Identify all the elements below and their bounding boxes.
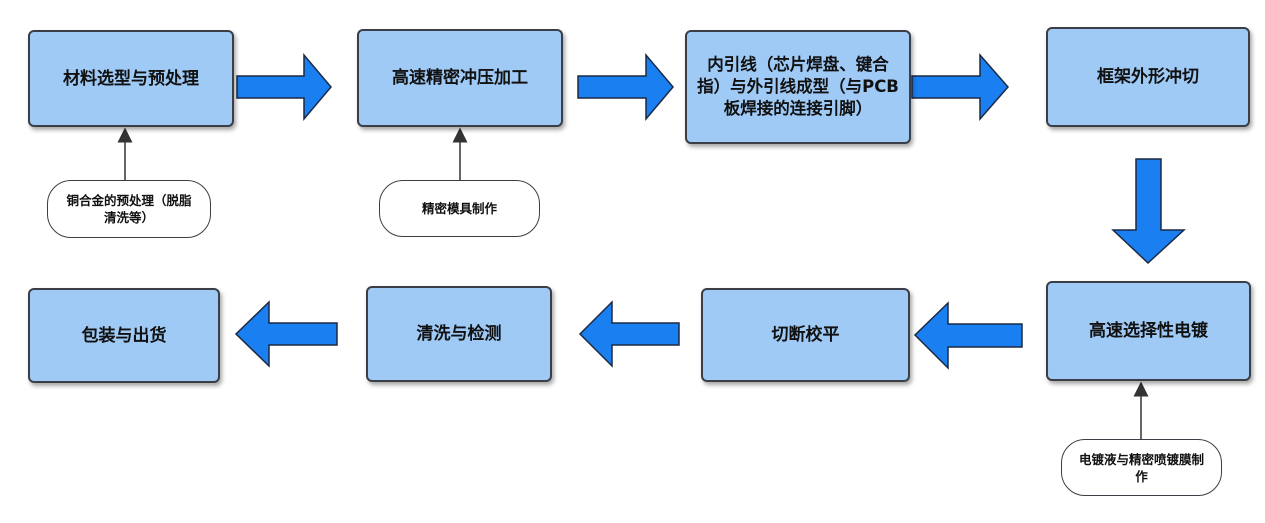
step-material-selection: 材料选型与预处理 bbox=[28, 30, 234, 127]
step-label: 高速精密冲压加工 bbox=[392, 68, 528, 88]
flow-arrow-b6-b7 bbox=[578, 300, 680, 368]
step-pack-ship: 包装与出货 bbox=[28, 288, 220, 383]
step-selective-plating: 高速选择性电镀 bbox=[1046, 281, 1251, 381]
note-copper-pretreatment: 铜合金的预处理（脱脂清洗等） bbox=[47, 180, 211, 238]
flow-arrow-b2-b3 bbox=[577, 52, 674, 122]
step-stamping: 高速精密冲压加工 bbox=[357, 29, 563, 127]
flow-arrow-b3-b4 bbox=[911, 53, 1009, 121]
note-label: 铜合金的预处理（脱脂清洗等） bbox=[66, 193, 192, 225]
step-label: 内引线（芯片焊盘、键合指）与外引线成型（与PCB板焊接的连接引脚） bbox=[697, 55, 899, 118]
step-lead-forming: 内引线（芯片焊盘、键合指）与外引线成型（与PCB板焊接的连接引脚） bbox=[685, 30, 911, 144]
note-plating-solution: 电镀液与精密喷镀膜制作 bbox=[1061, 439, 1222, 496]
step-clean-inspect: 清洗与检测 bbox=[366, 286, 552, 382]
flow-arrow-b5-b6 bbox=[913, 301, 1023, 370]
step-label: 高速选择性电镀 bbox=[1089, 321, 1208, 341]
flow-arrow-b1-b2 bbox=[236, 52, 332, 122]
step-frame-cutting: 框架外形冲切 bbox=[1046, 27, 1250, 127]
step-cut-level: 切断校平 bbox=[701, 288, 910, 382]
step-label: 清洗与检测 bbox=[416, 324, 502, 344]
step-label: 材料选型与预处理 bbox=[63, 68, 199, 89]
flow-arrow-b7-b8 bbox=[234, 300, 338, 368]
note-precision-mold: 精密模具制作 bbox=[379, 180, 540, 237]
step-label: 框架外形冲切 bbox=[1097, 67, 1199, 87]
note-label: 电镀液与精密喷镀膜制作 bbox=[1078, 451, 1204, 484]
flow-arrow-b4-b5 bbox=[1111, 158, 1186, 265]
step-label: 切断校平 bbox=[771, 325, 840, 345]
step-label: 包装与出货 bbox=[81, 325, 167, 346]
note-label: 精密模具制作 bbox=[421, 201, 497, 216]
